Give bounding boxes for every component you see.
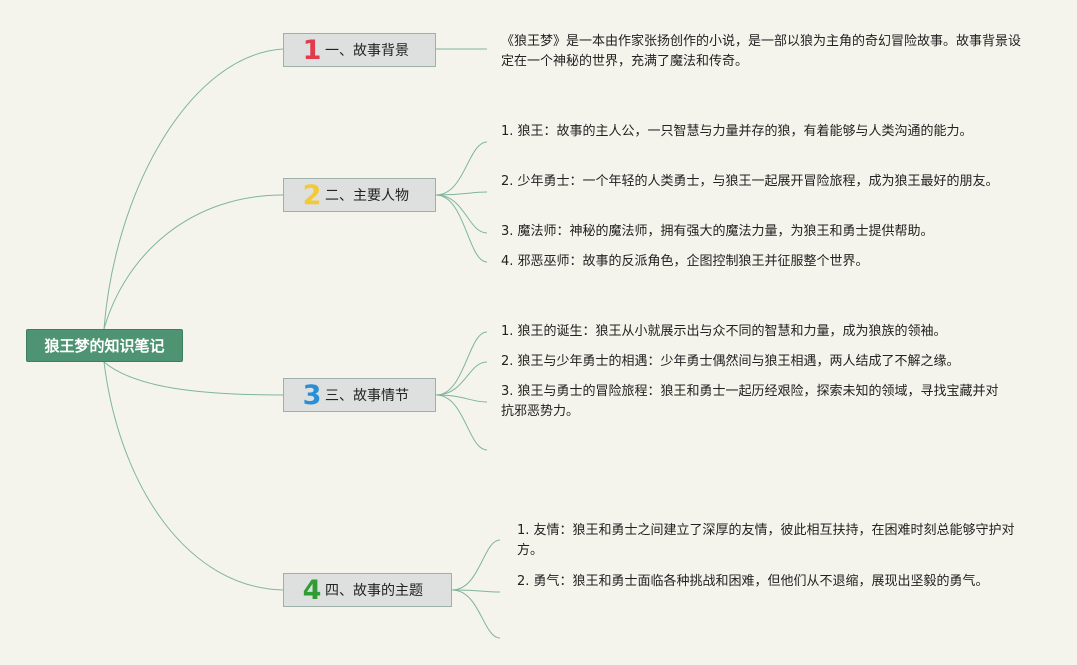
leaf-text: 1. 友情：狼王和勇士之间建立了深厚的友情，彼此相互扶持，在困难时刻总能够守护对… [517, 523, 1015, 558]
leaf-character-young-warrior[interactable]: 2. 少年勇士：一个年轻的人类勇士，与狼王一起展开冒险旅程，成为狼王最好的朋友。 [501, 172, 1006, 192]
branch-label: 三、故事情节 [325, 388, 409, 404]
connector-root-b2 [103, 194, 284, 330]
number-3-icon: 3 [302, 379, 322, 411]
leaf-text: 4. 邪恶巫师：故事的反派角色，企图控制狼王并征服整个世界。 [501, 254, 869, 269]
connector-root-b3 [103, 361, 284, 396]
leaf-text: 1. 狼王：故事的主人公，一只智慧与力量并存的狼，有着能够与人类沟通的能力。 [501, 124, 973, 139]
leaf-text: 2. 狼王与少年勇士的相遇：少年勇士偶然间与狼王相遇，两人结成了不解之缘。 [501, 354, 960, 369]
leaf-plot-birth[interactable]: 1. 狼王的诞生：狼王从小就展示出与众不同的智慧和力量，成为狼族的领袖。 [501, 322, 1031, 342]
connector-b3-leaf1 [435, 331, 488, 396]
branch-label: 二、主要人物 [325, 188, 409, 204]
connector-root-b1 [103, 48, 284, 330]
leaf-text: 1. 狼王的诞生：狼王从小就展示出与众不同的智慧和力量，成为狼族的领袖。 [501, 324, 947, 339]
leaf-text: 2. 少年勇士：一个年轻的人类勇士，与狼王一起展开冒险旅程，成为狼王最好的朋友。 [501, 174, 999, 189]
leaf-theme-friendship[interactable]: 1. 友情：狼王和勇士之间建立了深厚的友情，彼此相互扶持，在困难时刻总能够守护对… [517, 521, 1015, 561]
connector-b4-leaf3 [451, 589, 501, 639]
leaf-text: 3. 魔法师：神秘的魔法师，拥有强大的魔法力量，为狼王和勇士提供帮助。 [501, 224, 934, 239]
branch-label: 一、故事背景 [325, 43, 409, 59]
branch-main-characters[interactable]: 2 二、主要人物 [283, 178, 436, 212]
leaf-text: 《狼王梦》是一本由作家张扬创作的小说，是一部以狼为主角的奇幻冒险故事。故事背景设… [501, 34, 1022, 69]
leaf-plot-meeting[interactable]: 2. 狼王与少年勇士的相遇：少年勇士偶然间与狼王相遇，两人结成了不解之缘。 [501, 352, 1031, 372]
connector-b2-leaf2 [435, 191, 488, 196]
leaf-character-wolf-king[interactable]: 1. 狼王：故事的主人公，一只智慧与力量并存的狼，有着能够与人类沟通的能力。 [501, 122, 989, 142]
leaf-character-evil-wizard[interactable]: 4. 邪恶巫师：故事的反派角色，企图控制狼王并征服整个世界。 [501, 252, 1021, 272]
connector-b4-leaf2 [451, 589, 501, 593]
number-1-icon: 1 [302, 34, 322, 66]
leaf-theme-courage[interactable]: 2. 勇气：狼王和勇士面临各种挑战和困难，但他们从不退缩，展现出坚毅的勇气。 [517, 572, 1002, 592]
connector-b2-leaf3 [435, 194, 488, 234]
leaf-text: 3. 狼王与勇士的冒险旅程：狼王和勇士一起历经艰险，探索未知的领域，寻找宝藏并对… [501, 384, 999, 419]
branch-themes[interactable]: 4 四、故事的主题 [283, 573, 452, 607]
connector-b2-leaf4 [435, 194, 488, 263]
branch-plot[interactable]: 3 三、故事情节 [283, 378, 436, 412]
leaf-text: 2. 勇气：狼王和勇士面临各种挑战和困难，但他们从不退缩，展现出坚毅的勇气。 [517, 574, 989, 589]
connector-b4-leaf1 [451, 539, 501, 591]
branch-story-background[interactable]: 1 一、故事背景 [283, 33, 436, 67]
root-topic[interactable]: 狼王梦的知识笔记 [26, 329, 183, 362]
branch-label: 四、故事的主题 [325, 583, 423, 599]
leaf-character-mage[interactable]: 3. 魔法师：神秘的魔法师，拥有强大的魔法力量，为狼王和勇士提供帮助。 [501, 222, 1021, 242]
number-2-icon: 2 [302, 179, 322, 211]
connector-root-b4 [103, 361, 284, 591]
connector-b3-leaf3 [435, 394, 488, 403]
leaf-background-text[interactable]: 《狼王梦》是一本由作家张扬创作的小说，是一部以狼为主角的奇幻冒险故事。故事背景设… [501, 32, 1021, 72]
connector-b2-leaf1 [435, 141, 488, 196]
root-topic-label: 狼王梦的知识笔记 [44, 337, 165, 355]
connector-b3-leaf4 [435, 394, 488, 451]
number-4-icon: 4 [302, 574, 322, 606]
connector-b3-leaf2 [435, 361, 488, 396]
leaf-plot-adventure[interactable]: 3. 狼王与勇士的冒险旅程：狼王和勇士一起历经艰险，探索未知的领域，寻找宝藏并对… [501, 382, 1001, 422]
